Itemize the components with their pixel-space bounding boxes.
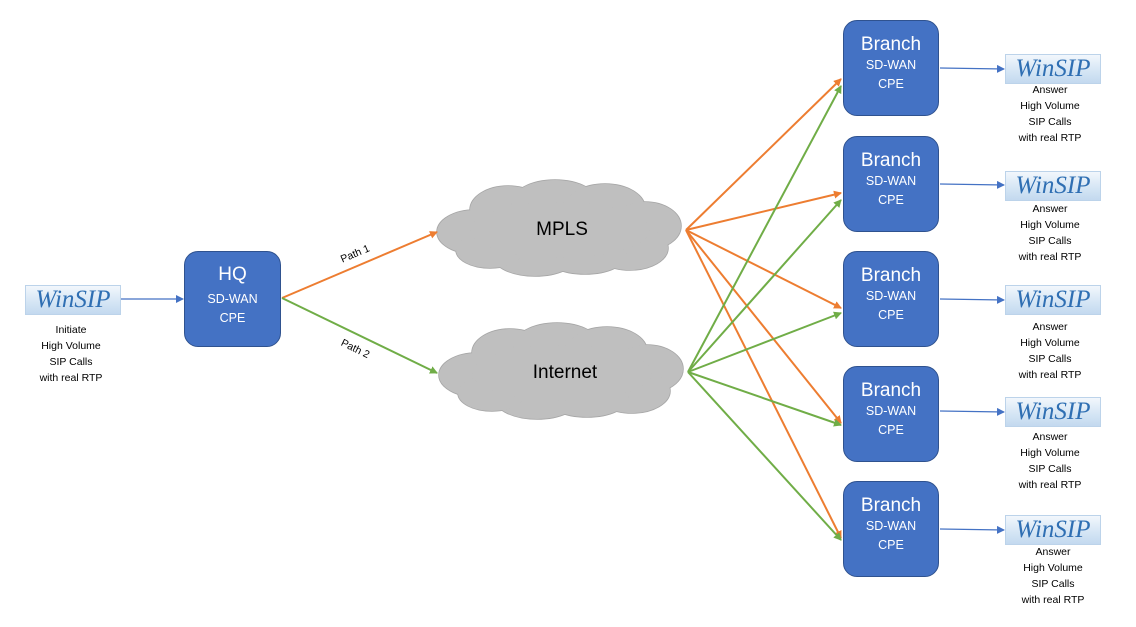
branch-answer-links (939, 64, 1005, 534)
path1-line (281, 231, 438, 299)
branch-node-4: Branch SD-WAN CPE (843, 366, 939, 462)
winsip-logo-caller: WinSIP (25, 285, 121, 315)
internet-links (687, 85, 842, 541)
branch-node-2: Branch SD-WAN CPE (843, 136, 939, 232)
winsip-logo-answer-3: WinSIP (1005, 285, 1101, 315)
path2-line (281, 297, 438, 374)
branch-node-3: Branch SD-WAN CPE (843, 251, 939, 347)
branch-node-5: Branch SD-WAN CPE (843, 481, 939, 577)
mpls-links (685, 78, 842, 539)
mpls-label: MPLS (536, 219, 588, 240)
hq-title: HQ (218, 264, 247, 285)
winsip-logo-answer-5: WinSIP (1005, 515, 1101, 545)
hq-node: HQ SD-WAN CPE (184, 251, 281, 347)
branch-node-1: Branch SD-WAN CPE (843, 20, 939, 116)
hq-line2: CPE (219, 311, 246, 325)
caller-caption: Initiate High Volume SIP Calls with real… (39, 324, 103, 384)
internet-label: Internet (532, 362, 598, 383)
winsip-logo-answer-1: WinSIP (1005, 54, 1101, 84)
winsip-logo-answer-2: WinSIP (1005, 171, 1101, 201)
hq-line1: SD-WAN (207, 292, 258, 306)
winsip-logo-answer-4: WinSIP (1005, 397, 1101, 427)
